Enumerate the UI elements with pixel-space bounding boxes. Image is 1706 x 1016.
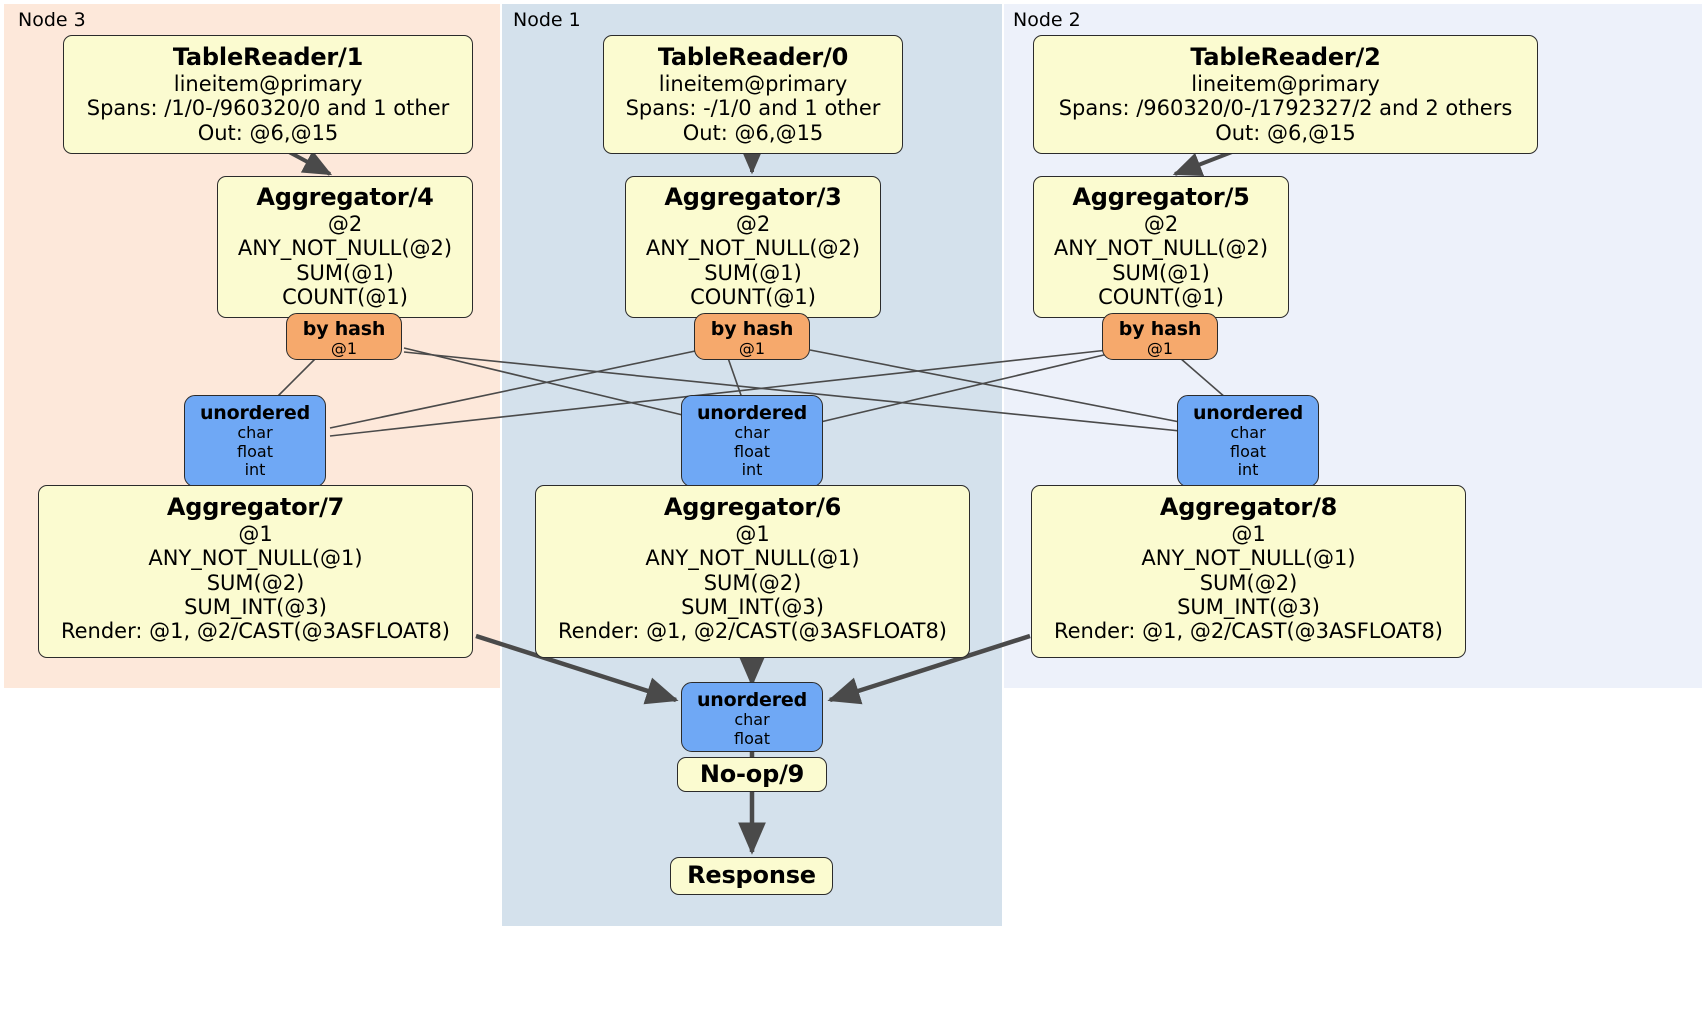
node-synchronizer-unordered-left[interactable]: unordered char float int: [184, 395, 326, 487]
node-detail-line: Spans: -/1/0 and 1 other: [625, 96, 881, 121]
node-detail-line: @2: [327, 211, 363, 236]
node-detail-line: Out: @6,@15: [1215, 120, 1356, 145]
node-detail-line: @2: [1143, 211, 1179, 236]
synchronizer-type: int: [1237, 460, 1259, 480]
synchronizer-title: unordered: [696, 689, 808, 711]
node-detail-line: Out: @6,@15: [682, 120, 824, 145]
node-detail-line: ANY_NOT_NULL(@2): [645, 236, 861, 261]
node-table-reader-0[interactable]: TableReader/0 lineitem@primary Spans: -/…: [603, 35, 903, 154]
node-detail-line: COUNT(@1): [690, 284, 816, 309]
node-aggregator-5[interactable]: Aggregator/5 @2 ANY_NOT_NULL(@2) SUM(@1)…: [1033, 176, 1289, 318]
synchronizer-type: float: [237, 441, 273, 461]
node-response[interactable]: Response: [670, 857, 833, 895]
node-detail-line: Spans: /960320/0-/1792327/2 and 2 others: [1058, 96, 1513, 121]
synchronizer-type: float: [734, 728, 770, 748]
node-detail-line: SUM_INT(@3): [681, 594, 824, 619]
node-detail-line: COUNT(@1): [282, 284, 408, 309]
synchronizer-type: int: [244, 460, 266, 480]
synchronizer-type: char: [734, 710, 770, 730]
region-label-node-1: Node 1: [513, 9, 581, 31]
node-title: TableReader/0: [657, 43, 849, 71]
node-title: Aggregator/6: [663, 493, 842, 521]
node-detail-line: Spans: /1/0-/960320/0 and 1 other: [86, 96, 450, 121]
node-detail-line: ANY_NOT_NULL(@2): [1053, 236, 1269, 261]
synchronizer-title: unordered: [1192, 402, 1304, 424]
router-detail-line: @1: [330, 339, 358, 359]
node-detail-line: SUM(@2): [1199, 570, 1298, 595]
region-label-node-2: Node 2: [1013, 9, 1081, 31]
node-no-op-9[interactable]: No-op/9: [677, 757, 827, 792]
router-title: by hash: [302, 318, 386, 340]
node-detail-line: @1: [735, 521, 770, 546]
node-title: No-op/9: [699, 759, 805, 788]
synchronizer-type: char: [734, 423, 770, 443]
node-detail-line: SUM(@1): [296, 260, 394, 285]
node-detail-line: SUM_INT(@3): [184, 594, 327, 619]
node-detail-line: SUM_INT(@3): [1177, 594, 1320, 619]
node-aggregator-7[interactable]: Aggregator/7 @1 ANY_NOT_NULL(@1) SUM(@2)…: [38, 485, 473, 658]
node-detail-line: ANY_NOT_NULL(@2): [237, 236, 453, 261]
node-detail-line: lineitem@primary: [173, 71, 363, 96]
node-render-line: Render: @1, @2/CAST(@3ASFLOAT8): [60, 619, 451, 644]
synchronizer-title: unordered: [696, 402, 808, 424]
node-router-by-hash-right[interactable]: by hash @1: [1102, 313, 1218, 360]
router-detail-line: @1: [738, 339, 766, 359]
node-title: TableReader/2: [1190, 43, 1381, 71]
node-render-line: Render: @1, @2/CAST(@3ASFLOAT8): [1053, 619, 1444, 644]
node-title: Aggregator/4: [256, 183, 434, 211]
node-detail-line: Out: @6,@15: [197, 120, 339, 145]
node-synchronizer-unordered-mid[interactable]: unordered char float int: [681, 395, 823, 487]
node-detail-line: COUNT(@1): [1098, 284, 1224, 309]
node-render-line: Render: @1, @2/CAST(@3ASFLOAT8): [557, 619, 948, 644]
router-title: by hash: [1118, 318, 1202, 340]
node-router-by-hash-mid[interactable]: by hash @1: [694, 313, 810, 360]
synchronizer-type: int: [741, 460, 763, 480]
router-detail-line: @1: [1146, 339, 1174, 359]
synchronizer-title: unordered: [199, 402, 311, 424]
synchronizer-type: float: [734, 441, 770, 461]
node-title: Response: [687, 861, 816, 890]
synchronizer-type: char: [1230, 423, 1266, 443]
node-detail-line: ANY_NOT_NULL(@1): [148, 546, 363, 571]
node-detail-line: SUM(@1): [1112, 260, 1210, 285]
synchronizer-type: char: [237, 423, 273, 443]
node-table-reader-1[interactable]: TableReader/1 lineitem@primary Spans: /1…: [63, 35, 473, 154]
node-title: TableReader/1: [172, 43, 364, 71]
node-detail-line: @2: [735, 211, 771, 236]
node-synchronizer-unordered-right[interactable]: unordered char float int: [1177, 395, 1319, 487]
node-synchronizer-unordered-final[interactable]: unordered char float: [681, 682, 823, 752]
node-router-by-hash-left[interactable]: by hash @1: [286, 313, 402, 360]
node-detail-line: SUM(@2): [703, 570, 802, 595]
node-aggregator-8[interactable]: Aggregator/8 @1 ANY_NOT_NULL(@1) SUM(@2)…: [1031, 485, 1466, 658]
node-detail-line: SUM(@2): [206, 570, 305, 595]
synchronizer-type: float: [1230, 441, 1266, 461]
node-aggregator-4[interactable]: Aggregator/4 @2 ANY_NOT_NULL(@2) SUM(@1)…: [217, 176, 473, 318]
region-label-node-3: Node 3: [18, 9, 86, 31]
node-title: Aggregator/3: [664, 183, 842, 211]
node-title: Aggregator/5: [1072, 183, 1250, 211]
node-aggregator-3[interactable]: Aggregator/3 @2 ANY_NOT_NULL(@2) SUM(@1)…: [625, 176, 881, 318]
node-detail-line: @1: [1231, 521, 1266, 546]
node-title: Aggregator/7: [166, 493, 345, 521]
node-detail-line: SUM(@1): [704, 260, 802, 285]
node-detail-line: ANY_NOT_NULL(@1): [645, 546, 860, 571]
node-table-reader-2[interactable]: TableReader/2 lineitem@primary Spans: /9…: [1033, 35, 1538, 154]
node-detail-line: @1: [238, 521, 273, 546]
router-title: by hash: [710, 318, 794, 340]
node-detail-line: lineitem@primary: [658, 71, 848, 96]
node-detail-line: ANY_NOT_NULL(@1): [1141, 546, 1356, 571]
node-aggregator-6[interactable]: Aggregator/6 @1 ANY_NOT_NULL(@1) SUM(@2)…: [535, 485, 970, 658]
node-detail-line: lineitem@primary: [1191, 71, 1380, 96]
node-title: Aggregator/8: [1159, 493, 1338, 521]
